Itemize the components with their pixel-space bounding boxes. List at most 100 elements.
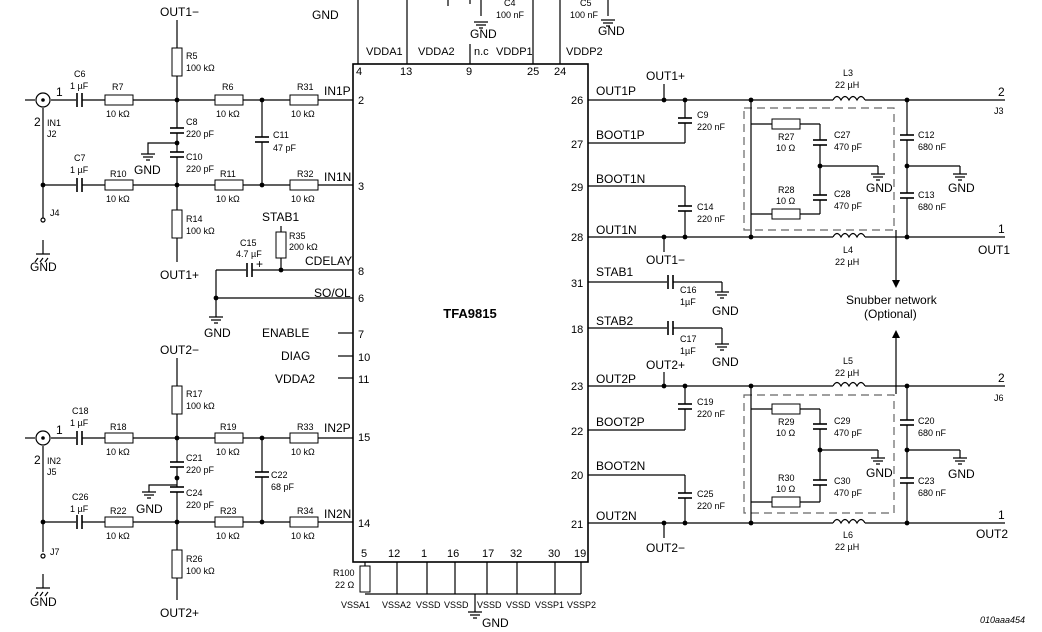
svg-text:+: +	[256, 257, 263, 271]
stab-caps: C16 1µF GND C17 1µF GND	[588, 275, 739, 369]
svg-text:J4: J4	[50, 208, 60, 218]
svg-text:IN2P: IN2P	[324, 421, 351, 435]
svg-text:12: 12	[388, 548, 400, 560]
gnd-label: GND	[866, 181, 893, 195]
svg-text:2: 2	[358, 95, 364, 107]
pin-num: 4	[356, 66, 362, 78]
svg-text:C5: C5	[580, 0, 592, 8]
svg-text:470 pF: 470 pF	[834, 428, 863, 438]
svg-text:C8: C8	[186, 117, 198, 127]
svg-text:C15: C15	[240, 238, 257, 248]
svg-text:L3: L3	[843, 68, 853, 78]
svg-text:47 pF: 47 pF	[273, 143, 297, 153]
svg-text:R14: R14	[186, 214, 203, 224]
svg-text:R29: R29	[778, 417, 795, 427]
svg-text:R26: R26	[186, 554, 203, 564]
svg-text:220 nF: 220 nF	[697, 409, 726, 419]
svg-text:C23: C23	[918, 476, 935, 486]
svg-text:L4: L4	[843, 245, 853, 255]
gnd-label: GND	[470, 27, 497, 41]
svg-text:L5: L5	[843, 356, 853, 366]
net-label: OUT2−	[160, 343, 199, 357]
svg-text:R27: R27	[778, 132, 795, 142]
svg-text:2: 2	[998, 371, 1005, 385]
cap-c4: C4 100 nF	[469, 0, 525, 20]
svg-text:1µF: 1µF	[680, 346, 696, 356]
svg-text:22 Ω: 22 Ω	[335, 580, 355, 590]
svg-text:VSSD: VSSD	[416, 600, 441, 610]
svg-text:BOOT2P: BOOT2P	[596, 415, 645, 429]
svg-text:Snubber network: Snubber network	[846, 293, 938, 307]
net-label: OUT2−	[646, 541, 685, 555]
svg-text:VDDA2: VDDA2	[275, 372, 315, 386]
net-label: OUT1+	[160, 268, 199, 282]
figure-ref: 010aaa454	[980, 615, 1025, 625]
svg-text:SO/OL: SO/OL	[314, 286, 351, 300]
svg-text:C21: C21	[186, 453, 203, 463]
svg-text:21: 21	[571, 519, 583, 531]
svg-text:10 Ω: 10 Ω	[776, 196, 796, 206]
pin-num: 13	[400, 66, 412, 78]
svg-text:22: 22	[571, 426, 583, 438]
svg-text:1: 1	[998, 508, 1005, 522]
svg-text:1: 1	[998, 222, 1005, 236]
svg-text:1: 1	[56, 423, 63, 437]
svg-text:10 Ω: 10 Ω	[776, 428, 796, 438]
svg-text:R7: R7	[112, 82, 124, 92]
ic-body	[352, 63, 589, 563]
input-channel-2: 1 2 IN2 J5 J7 GND C18 1 µF R18 10 kΩ R19…	[25, 343, 353, 620]
net-label: OUT1	[978, 243, 1010, 257]
net-label: OUT1+	[646, 69, 685, 83]
svg-text:200 kΩ: 200 kΩ	[289, 242, 318, 252]
svg-text:R5: R5	[186, 51, 198, 61]
gnd-label: GND	[312, 8, 339, 22]
svg-text:VSSD: VSSD	[477, 600, 502, 610]
ic-right-pins: 26 27 29 28 31 18 23 22 20 21 OUT1P BOOT…	[571, 84, 645, 531]
svg-text:C25: C25	[697, 489, 714, 499]
svg-text:27: 27	[571, 139, 583, 151]
svg-text:5: 5	[361, 548, 367, 560]
gnd-label: GND	[30, 260, 57, 274]
svg-text:1 µF: 1 µF	[70, 165, 89, 175]
svg-text:10 kΩ: 10 kΩ	[291, 194, 315, 204]
svg-text:1µF: 1µF	[680, 297, 696, 307]
svg-text:R18: R18	[110, 422, 127, 432]
svg-text:10 kΩ: 10 kΩ	[216, 447, 240, 457]
svg-text:10 kΩ: 10 kΩ	[291, 447, 315, 457]
svg-text:680 nF: 680 nF	[918, 488, 947, 498]
net-label: OUT1−	[646, 253, 685, 267]
gnd-label: GND	[482, 616, 509, 630]
gnd-label: GND	[204, 326, 231, 340]
pin-num: 25	[527, 66, 539, 78]
svg-text:18: 18	[571, 324, 583, 336]
svg-text:C16: C16	[680, 285, 697, 295]
svg-text:C11: C11	[273, 130, 289, 140]
svg-text:1: 1	[56, 85, 63, 99]
svg-text:10: 10	[358, 352, 370, 364]
svg-text:6: 6	[358, 293, 364, 305]
svg-text:220 pF: 220 pF	[186, 465, 215, 475]
svg-text:2: 2	[34, 115, 41, 129]
svg-text:R22: R22	[110, 506, 127, 516]
svg-text:220 pF: 220 pF	[186, 164, 215, 174]
svg-text:28: 28	[571, 232, 583, 244]
svg-text:16: 16	[447, 548, 459, 560]
svg-text:10 kΩ: 10 kΩ	[106, 447, 130, 457]
svg-text:(Optional): (Optional)	[864, 307, 917, 321]
svg-text:15: 15	[358, 432, 370, 444]
svg-text:VSSP2: VSSP2	[567, 600, 596, 610]
svg-text:17: 17	[482, 548, 494, 560]
svg-text:L6: L6	[843, 530, 853, 540]
cdelay-network: STAB1 R35 200 kΩ C15 4.7 µF + GND	[204, 210, 353, 340]
svg-text:R35: R35	[289, 231, 306, 241]
svg-text:IN1: IN1	[47, 118, 61, 128]
svg-text:1 µF: 1 µF	[70, 418, 89, 428]
svg-text:100 kΩ: 100 kΩ	[186, 566, 215, 576]
net-label: OUT2+	[646, 358, 685, 372]
svg-text:VSSA2: VSSA2	[382, 600, 411, 610]
pin-label: VDDA1	[366, 46, 403, 58]
svg-text:68 pF: 68 pF	[271, 482, 295, 492]
svg-text:10 Ω: 10 Ω	[776, 143, 796, 153]
svg-text:C7: C7	[74, 153, 86, 163]
gnd-label: GND	[134, 163, 161, 177]
